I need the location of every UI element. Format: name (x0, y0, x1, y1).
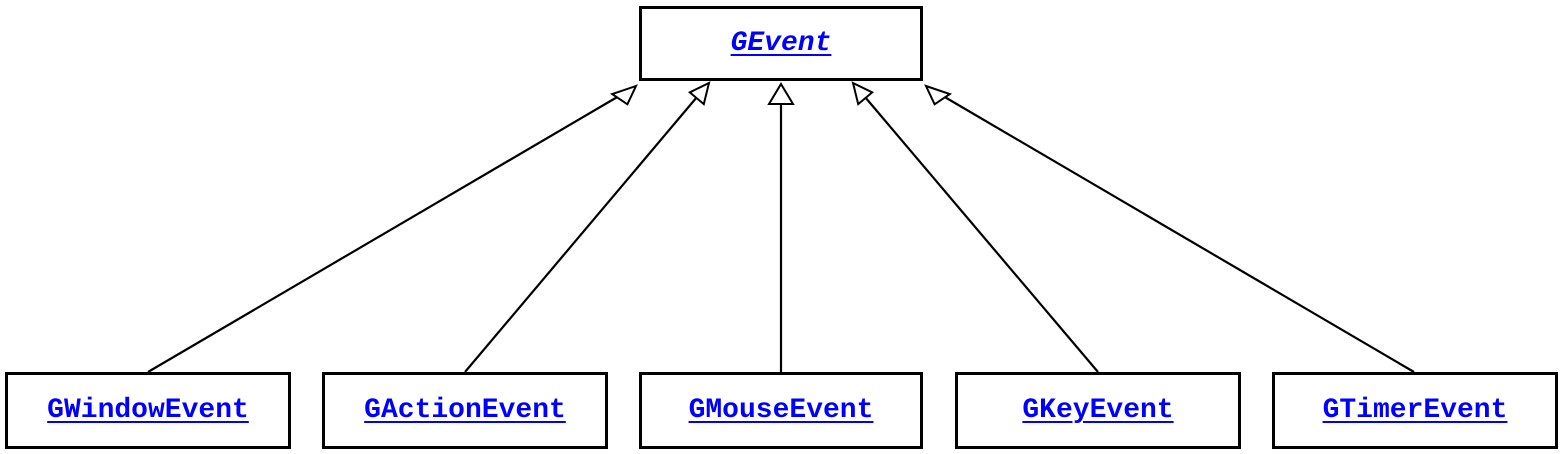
class-link-gwindowevent[interactable]: GWindowEvent (47, 395, 249, 426)
class-box-gactionevent: GActionEvent (322, 372, 608, 449)
class-box-gmouseevent: GMouseEvent (639, 372, 923, 449)
class-link-gtimerevent[interactable]: GTimerEvent (1322, 395, 1508, 426)
class-box-gevent: GEvent (639, 6, 923, 81)
class-box-gtimerevent: GTimerEvent (1272, 372, 1558, 449)
class-link-gactionevent[interactable]: GActionEvent (364, 395, 566, 426)
inheritance-arrowhead-icon (609, 84, 638, 106)
edge-gkeyevent-to-gevent (864, 96, 1099, 373)
class-link-gkeyevent[interactable]: GKeyEvent (1022, 395, 1174, 426)
edge-gwindowevent-to-gevent (147, 95, 620, 373)
class-link-gevent[interactable]: GEvent (730, 28, 832, 59)
class-link-gmouseevent[interactable]: GMouseEvent (688, 395, 874, 426)
class-box-gkeyevent: GKeyEvent (955, 372, 1241, 449)
class-box-gwindowevent: GWindowEvent (5, 372, 291, 449)
inheritance-arrowhead-icon (687, 81, 711, 106)
edge-gtimerevent-to-gevent (942, 95, 1415, 373)
edge-gactionevent-to-gevent (464, 96, 698, 373)
inheritance-arrowhead-icon (767, 82, 795, 105)
inheritance-arrowhead-icon (924, 84, 953, 106)
inheritance-arrowhead-icon (851, 81, 875, 106)
